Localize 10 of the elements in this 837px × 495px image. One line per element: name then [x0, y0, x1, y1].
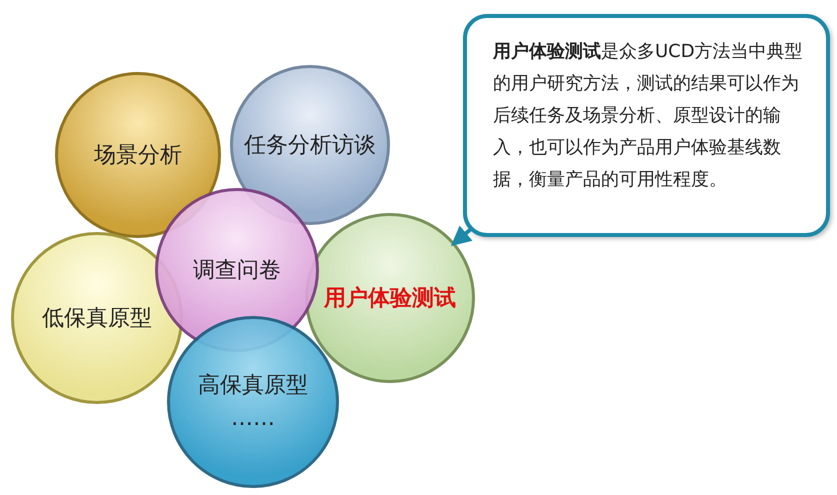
arrow — [450, 226, 473, 246]
node-label: 用户体验测试 — [324, 284, 456, 312]
node-label: 任务分析访谈 — [244, 132, 376, 160]
node-label: 低保真原型 — [42, 304, 152, 332]
node-label: 场景分析 — [94, 142, 182, 170]
node-label: …… — [231, 405, 275, 433]
callout-box — [463, 14, 830, 237]
node-label: 高保真原型 — [198, 372, 308, 400]
node-label: 调查问卷 — [193, 256, 281, 284]
callout-text: 用户体验测试是众多UCD方法当中典型的用户研究方法，测试的结果可以作为后续任务及场景分析、原型设计的输入，也可以作为产品用户体验基线数据，衡量产品的可用性程度。 — [493, 40, 804, 192]
